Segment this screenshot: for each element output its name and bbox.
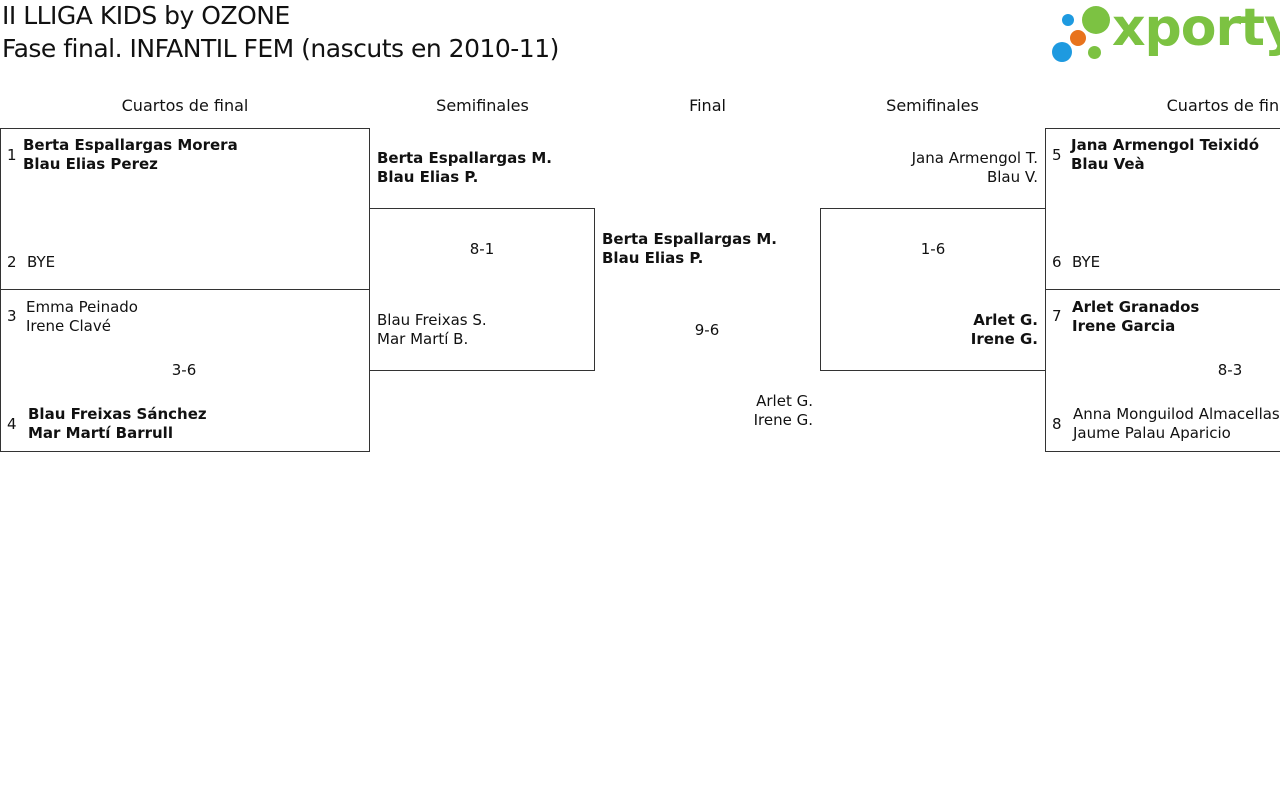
seed-number: 4 [7,415,17,433]
round-header-left-semifinals: Semifinales [436,96,529,115]
team-name: Mar Martí B. [377,330,469,348]
match-score: 9-6 [694,321,720,339]
team-name: Jaume Palau Aparicio [1073,424,1231,442]
team-name: Blau Elias Perez [23,155,158,173]
logo-dot-green-large [1082,6,1110,34]
team-name: Berta Espallargas Morera [23,136,238,154]
team-name: Emma Peinado [26,298,138,316]
team-name: Jana Armengol T. [911,149,1038,167]
team-name: BYE [1072,253,1101,271]
round-header-left-quarterfinals: Cuartos de final [121,96,249,115]
team-name: Blau V. [986,168,1038,186]
match-score: 3-6 [171,361,197,379]
seed-number: 2 [7,253,17,271]
logo-dot-blue-large [1052,42,1072,62]
logo-text: xporty [1112,0,1280,58]
team-name: Irene Garcia [1072,317,1176,335]
team-name: Mar Martí Barrull [28,424,173,442]
team-name: BYE [27,253,56,271]
team-name: Arlet Granados [1072,298,1200,316]
seed-number: 8 [1052,415,1062,433]
match-box-right-sf [820,208,1046,371]
team-name: Blau Freixas Sánchez [28,405,207,423]
team-name: Blau Freixas S. [377,311,487,329]
round-header-right-quarterfinals: Cuartos de final [1166,96,1280,115]
team-name: Arlet G. [973,311,1038,329]
team-name: Irene G. [970,330,1038,348]
team-name: Irene Clavé [26,317,111,335]
round-header-right-semifinals: Semifinales [886,96,979,115]
team-name: Berta Espallargas M. [602,230,777,248]
team-name: Blau Elias P. [377,168,479,186]
page-title: II LLIGA KIDS by OZONE [2,1,290,30]
logo-dot-orange [1070,30,1086,46]
logo-dot-blue-small [1062,14,1074,26]
team-name: Arlet G. [756,392,813,410]
page-subtitle: Fase final. INFANTIL FEM (nascuts en 201… [2,34,559,63]
seed-number: 1 [7,146,17,164]
seed-number: 3 [7,307,17,325]
team-name: Anna Monguilod Almacellas [1073,405,1280,423]
seed-number: 5 [1052,146,1062,164]
match-score: 8-1 [469,240,495,258]
team-name: Berta Espallargas M. [377,149,552,167]
team-name: Jana Armengol Teixidó [1071,136,1260,154]
round-header-final: Final [689,96,726,115]
team-name: Blau Veà [1071,155,1145,173]
xporty-logo: xporty [1050,0,1280,68]
match-divider-right-qf [1045,289,1280,290]
team-name: Blau Elias P. [602,249,704,267]
seed-number: 7 [1052,307,1062,325]
match-divider-left-qf [0,289,370,290]
match-score: 8-3 [1217,361,1243,379]
match-box-left-qf [0,128,370,452]
seed-number: 6 [1052,253,1062,271]
match-box-right-qf [1045,128,1280,452]
match-score: 1-6 [920,240,946,258]
logo-dot-green-small [1088,46,1101,59]
match-box-left-sf [369,208,595,371]
team-name: Irene G. [753,411,813,429]
